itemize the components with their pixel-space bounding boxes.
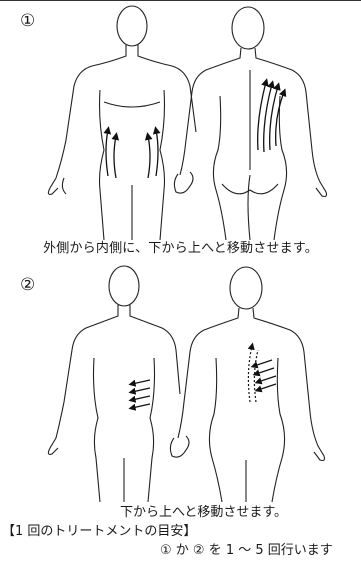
step2-caption: 下から上へと移動させます。 [120,505,287,521]
back-figure-outline [180,7,327,240]
step1-panel: ① [0,0,361,240]
step2-illustration [0,262,361,502]
back-figure-outline-2 [178,267,325,502]
step1-illustration [0,0,361,240]
step1-front-arrows [106,130,158,178]
step2-front-arrows [132,380,150,408]
front-figure-outline [48,6,196,240]
step1-caption: 外側から内側に、下から上へと移動させます。 [0,241,361,257]
front-figure-outline-2 [48,266,180,502]
guide-heading: 【1 回のトリートメントの目安】 [2,524,196,540]
step2-panel: ② [0,262,361,502]
step1-back-arrows [258,82,284,152]
guide-text: ① か ② を 1 ～ 5 回行います [160,543,333,559]
step2-back-arrows [248,346,276,402]
